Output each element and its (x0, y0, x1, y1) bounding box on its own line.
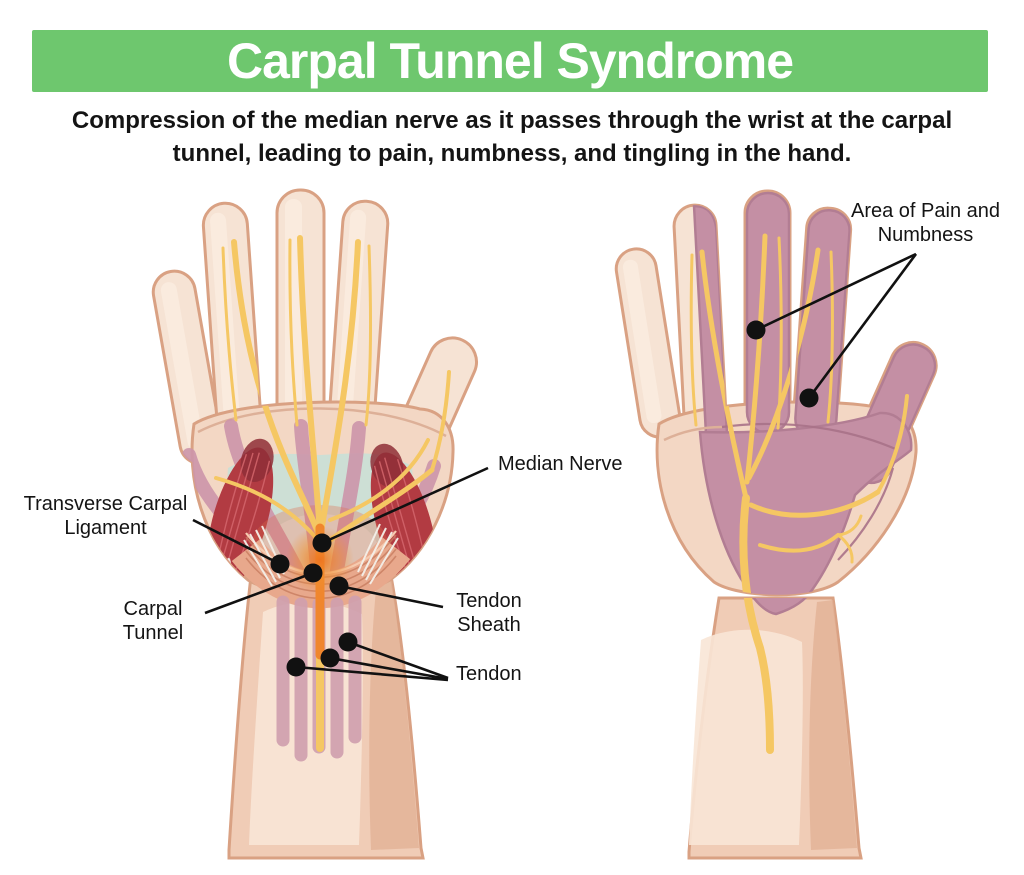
callout-dot-tendon-2 (320, 648, 340, 668)
right-hand-overlay (663, 191, 937, 754)
subtitle: Compression of the median nerve as it pa… (0, 104, 1024, 170)
page-title: Carpal Tunnel Syndrome (226, 33, 794, 89)
label-area-of-pain: Area of Pain and Numbness (851, 200, 1000, 247)
right-palm-creases (663, 422, 899, 561)
callout-dot-pain-area-1 (746, 320, 766, 340)
callouts (192, 252, 918, 682)
callout-line-tendon-2 (329, 656, 449, 681)
callout-dot-carpal-tunnel (303, 563, 323, 583)
right-hand-illustration (614, 189, 938, 860)
label-transverse-carpal-ligament: Transverse Carpal Ligament (23, 493, 188, 540)
callout-line-tendon-3 (295, 665, 449, 682)
callout-dot-tendon-3 (286, 657, 306, 677)
callout-line-pain-area-2 (807, 253, 918, 399)
callout-line-transverse-carpal-ligament (192, 518, 281, 566)
title-banner: Carpal Tunnel Syndrome (32, 30, 988, 92)
callout-dot-median-nerve (312, 533, 332, 553)
callout-line-median-nerve (321, 466, 489, 545)
label-tendon-sheath: Tendon Sheath (456, 590, 522, 637)
callout-line-carpal-tunnel (204, 571, 314, 615)
callout-dot-tendon-sheath (329, 576, 349, 596)
label-median-nerve: Median Nerve (498, 453, 623, 475)
right-forearm (687, 596, 863, 860)
callout-line-tendon-sheath (338, 584, 444, 609)
callout-dot-transverse-carpal-ligament (270, 554, 290, 574)
callout-dot-tendon-1 (338, 632, 358, 652)
callout-line-tendon-1 (347, 640, 449, 680)
label-carpal-tunnel: Carpal Tunnel (122, 598, 184, 645)
callout-dot-pain-area-2 (799, 388, 819, 408)
label-tendon: Tendon (456, 663, 522, 685)
callout-line-pain-area-1 (755, 252, 917, 332)
left-forearm (227, 574, 425, 860)
subtitle-text: Compression of the median nerve as it pa… (71, 107, 953, 168)
